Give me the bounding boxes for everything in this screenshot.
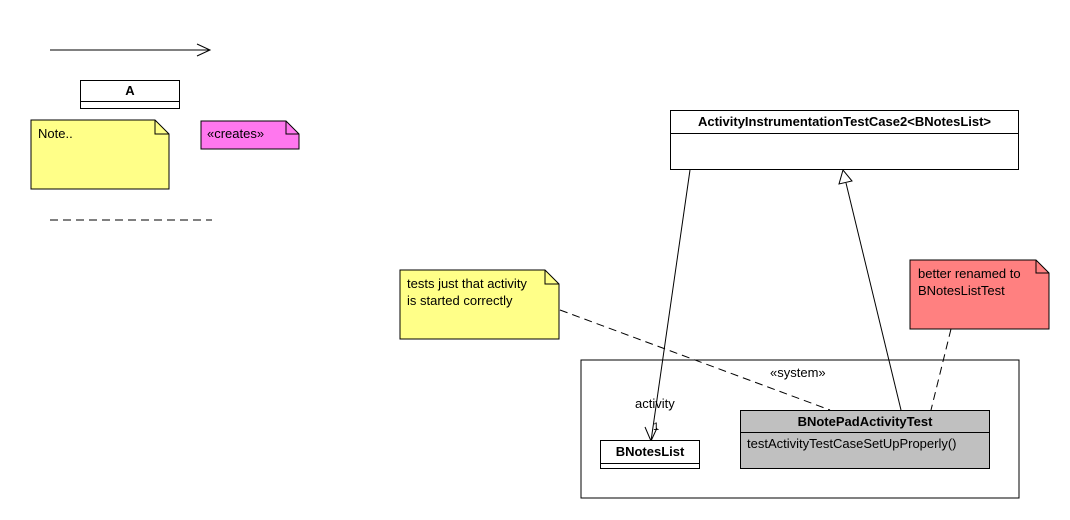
base-class-name: ActivityInstrumentationTestCase2<BNotesL… xyxy=(671,111,1018,134)
legend-note-shape xyxy=(30,119,170,190)
legend-solid-arrow xyxy=(50,43,212,57)
legend-class-name: A xyxy=(81,81,179,102)
test-class-name: BNotePadActivityTest xyxy=(741,411,989,433)
rename-note-shape xyxy=(909,259,1050,330)
bnoteslist-class-box: BNotesList xyxy=(600,440,700,469)
system-boundary xyxy=(580,359,1020,499)
generalization-arrow xyxy=(838,168,902,411)
tests-note-text: tests just that activity is started corr… xyxy=(407,276,527,308)
tests-note-anchor xyxy=(559,309,831,411)
legend-stereotype-note-text: «creates» xyxy=(207,126,265,141)
system-label: «system» xyxy=(770,365,826,380)
bnoteslist-class-name: BNotesList xyxy=(601,441,699,464)
test-class-box: BNotePadActivityTest testActivityTestCas… xyxy=(740,410,990,469)
base-class-box: ActivityInstrumentationTestCase2<BNotesL… xyxy=(670,110,1019,170)
association-multiplicity-label: 1 xyxy=(653,421,660,433)
legend-note-text: Note.. xyxy=(38,126,73,141)
rename-note-text: better renamed to BNotesListTest xyxy=(918,266,1021,298)
tests-note-shape xyxy=(399,269,560,340)
association-role-label: activity xyxy=(635,396,675,411)
legend-stereotype-note-shape xyxy=(200,120,300,150)
rename-note-anchor xyxy=(930,328,952,411)
test-class-method: testActivityTestCaseSetUpProperly() xyxy=(747,436,957,451)
legend-class-box: A xyxy=(80,80,180,109)
